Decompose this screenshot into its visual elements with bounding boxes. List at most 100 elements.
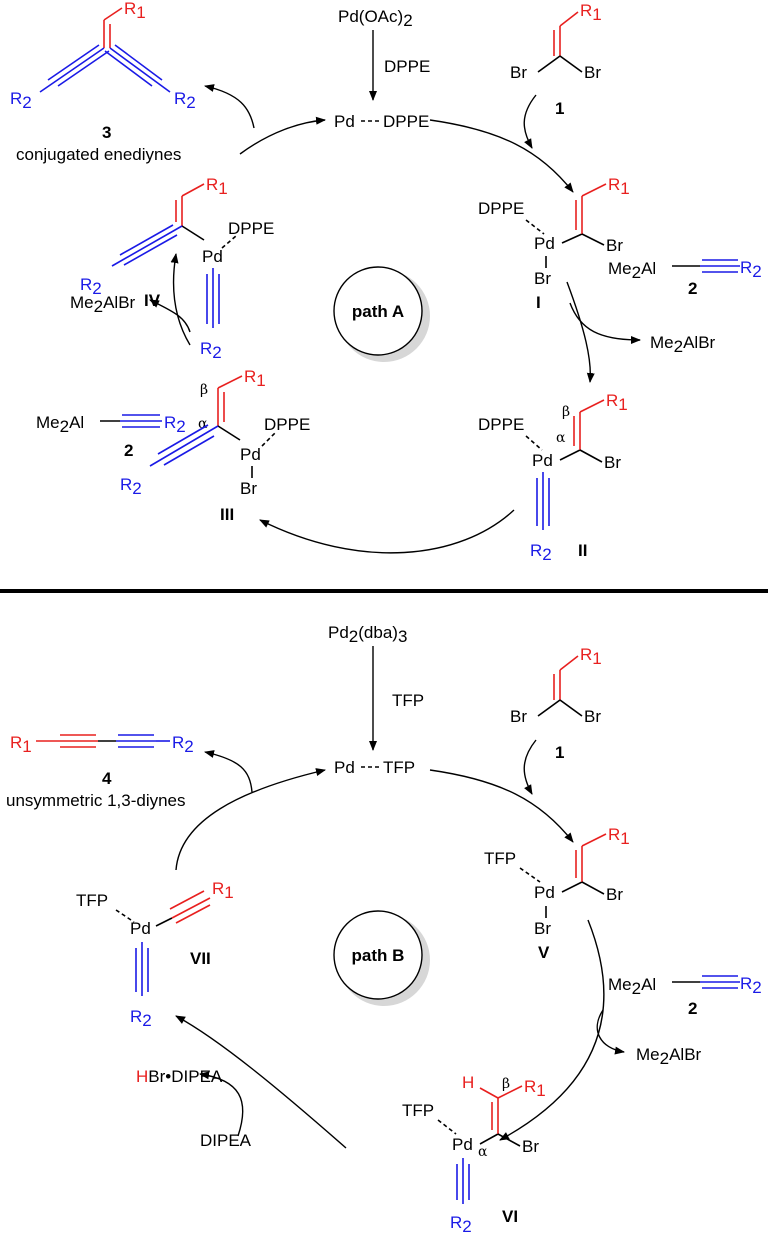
svg-text:R1: R1 — [580, 645, 602, 668]
svg-text:Br: Br — [510, 707, 527, 726]
svg-text:path A: path A — [352, 302, 404, 321]
catalyst-pd2dba3: Pd2(dba)3 — [328, 623, 407, 646]
svg-text:R1: R1 — [244, 367, 266, 390]
release-arrow-b4 — [204, 750, 253, 793]
intermediate-v: TFP Pd R1 Br Br V — [484, 825, 630, 962]
svg-text:1: 1 — [555, 99, 564, 118]
release-arrow-b2 — [596, 1009, 625, 1055]
svg-text:R1: R1 — [124, 0, 146, 22]
svg-text:Br: Br — [534, 919, 551, 938]
release-arrow-a5 — [204, 84, 255, 129]
svg-text:III: III — [220, 505, 234, 524]
cycle-arrow-a2 — [566, 281, 595, 383]
path-a: Pd(OAc)2 DPPE Pd DPPE R1 Br Br 1 — [10, 0, 762, 564]
cycle-arrow-b1 — [429, 769, 574, 843]
svg-text:Pd: Pd — [202, 247, 223, 266]
svg-text:Br: Br — [604, 453, 621, 472]
svg-text:4: 4 — [102, 769, 112, 788]
svg-text:VII: VII — [190, 949, 211, 968]
svg-text:Pd: Pd — [130, 919, 151, 938]
svg-text:α: α — [478, 1144, 488, 1160]
cycle-arrow-a4 — [170, 253, 191, 346]
svg-text:Pd: Pd — [334, 112, 355, 131]
intermediate-vi: TFP Pd H R1 β α Br R2 VI — [402, 1073, 546, 1234]
dibromide-1-top: R1 Br Br 1 — [510, 1, 602, 118]
svg-text:Br: Br — [510, 63, 527, 82]
byproduct-me2albr-a-left: Me2AlBr — [70, 293, 136, 316]
svg-text:R1: R1 — [606, 391, 628, 414]
svg-text:R1: R1 — [608, 825, 630, 848]
svg-text:Br: Br — [584, 707, 601, 726]
svg-text:IV: IV — [144, 291, 161, 310]
svg-text:R2: R2 — [174, 89, 196, 112]
byproduct-me2albr-b: Me2AlBr — [636, 1045, 702, 1068]
svg-text:Me2Al: Me2Al — [608, 975, 656, 998]
path-b: Pd2(dba)3 TFP Pd TFP R1 Br Br 1 R1 — [6, 623, 762, 1234]
dibromide-1-bottom: R1 Br Br 1 — [510, 645, 602, 762]
merge-arrow-a1 — [523, 94, 537, 149]
intermediate-vii: TFP Pd R1 R2 VII — [76, 879, 234, 1030]
svg-text:Br: Br — [584, 63, 601, 82]
svg-text:3: 3 — [102, 123, 111, 142]
release-arrow-b3 — [199, 1071, 244, 1137]
svg-text:H: H — [462, 1073, 474, 1092]
svg-text:R2: R2 — [80, 275, 102, 298]
svg-text:R2: R2 — [450, 1213, 472, 1234]
svg-text:R1: R1 — [206, 175, 228, 198]
svg-text:Pd: Pd — [334, 758, 355, 777]
svg-text:V: V — [538, 943, 550, 962]
svg-text:R2: R2 — [120, 475, 142, 498]
cycle-arrow-b3 — [175, 1015, 347, 1149]
svg-text:TFP: TFP — [76, 891, 108, 910]
svg-text:R2: R2 — [530, 541, 552, 564]
svg-text:2: 2 — [688, 999, 697, 1018]
intermediate-i: DPPE Pd R1 Br Br I — [478, 175, 630, 312]
merge-arrow-b1 — [523, 739, 537, 795]
cycle-arrow-a5 — [239, 116, 326, 155]
svg-text:DPPE: DPPE — [264, 415, 310, 434]
svg-text:DPPE: DPPE — [478, 415, 524, 434]
svg-text:TFP: TFP — [383, 758, 415, 777]
svg-text:β: β — [562, 404, 570, 420]
svg-text:Pd: Pd — [534, 234, 555, 253]
svg-text:2: 2 — [688, 279, 697, 298]
aluminum-reagent-2-a: Me2Al R2 2 — [608, 258, 762, 298]
intermediate-iv: R1 Pd DPPE R2 R2 IV — [80, 175, 274, 362]
svg-text:β: β — [200, 382, 208, 398]
svg-text:R1: R1 — [580, 1, 602, 24]
intermediate-iii: R1 β α Pd DPPE Br R2 III — [120, 367, 310, 524]
svg-text:Br: Br — [240, 479, 257, 498]
svg-text:β: β — [502, 1076, 510, 1092]
svg-text:R2: R2 — [740, 974, 762, 997]
svg-text:Br: Br — [606, 236, 623, 255]
svg-text:TFP: TFP — [402, 1101, 434, 1120]
svg-text:R1: R1 — [524, 1077, 546, 1100]
svg-text:Br: Br — [606, 885, 623, 904]
svg-text:R1: R1 — [10, 733, 32, 756]
svg-text:Me2Al: Me2Al — [36, 413, 84, 436]
svg-text:R2: R2 — [10, 89, 32, 112]
svg-text:path B: path B — [352, 946, 405, 965]
svg-text:Br: Br — [534, 269, 551, 288]
svg-text:R2: R2 — [200, 339, 222, 362]
svg-text:R2: R2 — [172, 733, 194, 756]
pd-tfp-complex: Pd TFP — [334, 758, 415, 777]
path-b-badge: path B — [333, 910, 430, 1006]
svg-text:R2: R2 — [740, 258, 762, 281]
svg-text:Pd: Pd — [240, 445, 261, 464]
cycle-arrow-b4 — [175, 768, 326, 871]
cycle-arrow-a1 — [429, 119, 574, 193]
svg-text:DPPE: DPPE — [228, 219, 274, 238]
product-3-enediyne: R1 R2 R2 3 conjugated enediynes — [10, 0, 196, 164]
svg-text:II: II — [578, 541, 587, 560]
ligand-dppe: DPPE — [384, 57, 430, 76]
svg-text:R2: R2 — [164, 413, 186, 436]
byproduct-me2albr-a: Me2AlBr — [650, 333, 716, 356]
svg-text:DPPE: DPPE — [383, 112, 429, 131]
svg-text:Pd: Pd — [452, 1135, 473, 1154]
svg-text:Pd: Pd — [532, 451, 553, 470]
cycle-arrow-b2 — [499, 919, 605, 1141]
svg-text:DPPE: DPPE — [478, 199, 524, 218]
svg-text:unsymmetric 1,3-diynes: unsymmetric 1,3-diynes — [6, 791, 186, 810]
